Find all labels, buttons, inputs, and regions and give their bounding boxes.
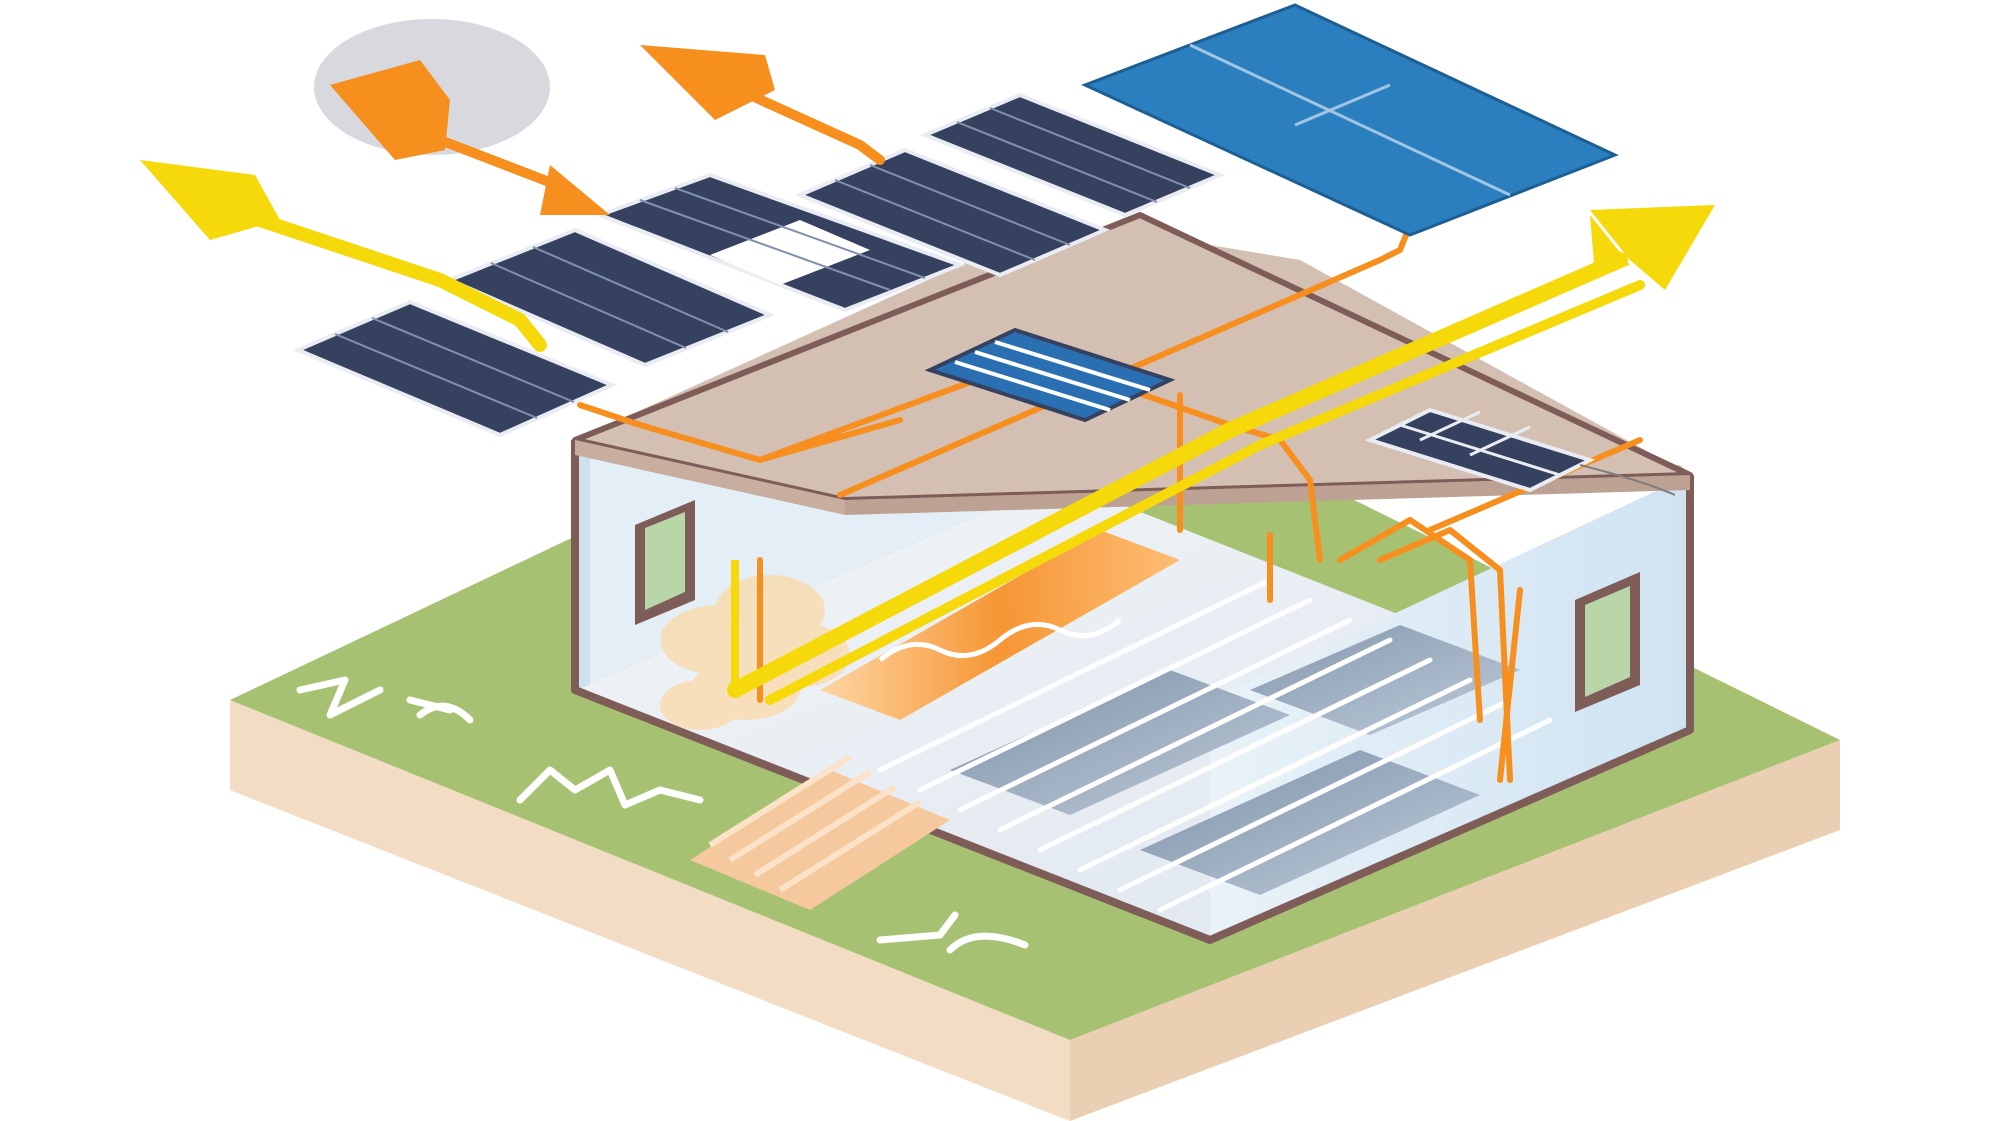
ground-markers [296,676,1029,954]
solar-panel-lower-left [292,299,618,438]
ground-arrow-icon [876,911,1029,954]
soil-front-right-face [1070,740,1840,1121]
yellow-arrows [140,160,1715,705]
yellow-arrow-head [1590,205,1715,290]
solar-panel-large [1081,3,1619,237]
roof-edge-front [575,440,845,515]
floor-tubes [877,577,1553,913]
energy-arrow-icon [727,205,1715,705]
ground-arrow-icon [406,696,474,724]
heat-exchanger [820,530,1180,720]
solar-panel-upper [919,92,1226,218]
ground-arrow-icon [516,766,704,809]
energy-arrow-icon [140,160,547,352]
collector-2 [1140,750,1480,895]
orange-arrows [330,45,885,215]
right-window [1575,572,1640,712]
solar-panel-middle [794,147,1111,278]
collector-1 [950,670,1290,815]
heat-coil [878,618,1122,662]
heat-duct [820,530,1180,720]
roof-cable [1579,464,1676,496]
ground-arrow-icon [296,676,384,719]
wall-outline [571,440,1694,944]
solar-panel-small [1364,407,1596,493]
soil-front-left-face [230,700,1070,1121]
panel-gap [710,220,870,285]
solar-panel-roof [924,327,1176,423]
entry-stairs [690,754,950,910]
energy-arrow-icon [330,60,610,215]
left-window [635,500,695,625]
energy-arrow-icon [640,45,885,165]
solar-panel-icon [919,92,1226,218]
solar-panels [292,3,1619,493]
solar-panel-left [444,227,776,368]
solar-panel-center [594,172,966,313]
roof-edge-right [845,475,1690,515]
